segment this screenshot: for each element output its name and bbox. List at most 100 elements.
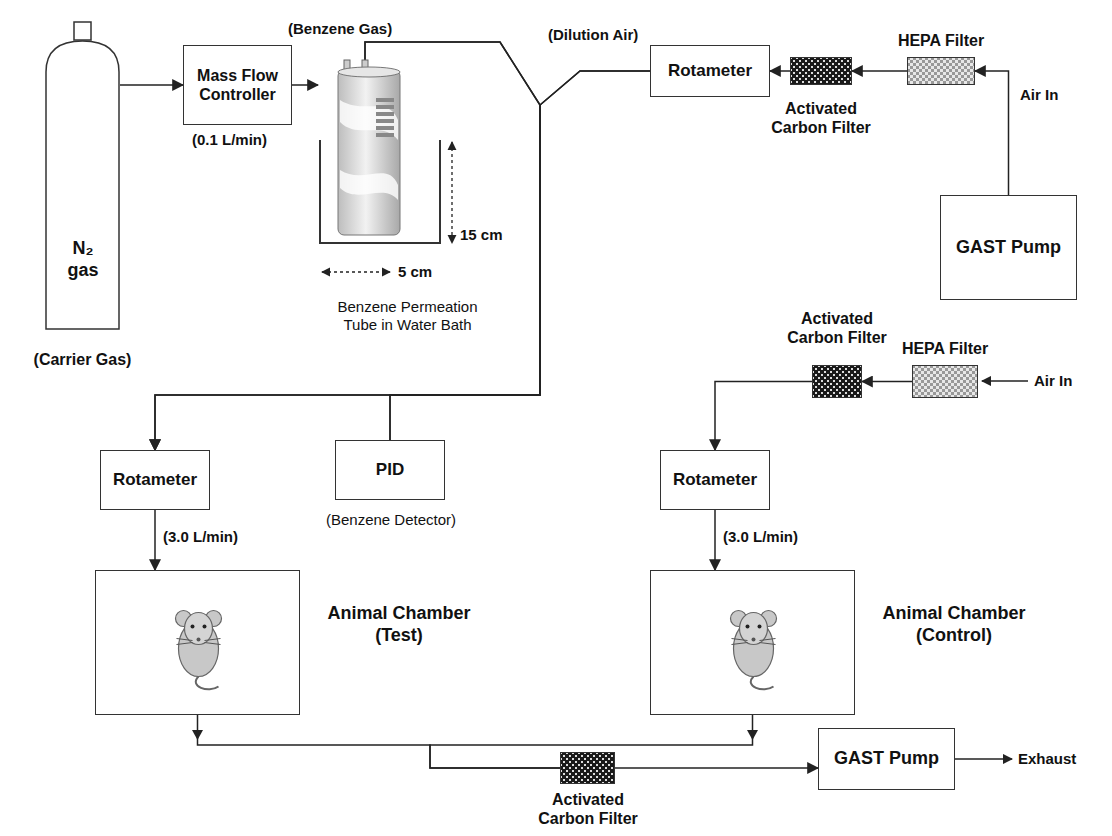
flow-line xyxy=(155,42,540,450)
mouse-figure xyxy=(176,611,222,690)
flow-line xyxy=(862,381,912,383)
box-label: Rotameter xyxy=(673,470,757,490)
dimension-line xyxy=(322,271,390,272)
flow-line xyxy=(365,42,540,440)
filter-symbol xyxy=(790,57,852,85)
tube-coil xyxy=(376,133,394,137)
flow-line xyxy=(770,70,790,72)
filter-node: Activated Carbon Filter xyxy=(790,57,852,85)
flow-line xyxy=(852,70,907,72)
process-box: PID(Benzene Detector) xyxy=(335,440,445,500)
filter-media xyxy=(561,753,615,784)
node-label: HEPA Filter xyxy=(891,31,991,50)
flow-line xyxy=(390,71,650,440)
process-box: Rotameter xyxy=(660,450,770,510)
filter-media xyxy=(813,366,862,398)
tube-coil xyxy=(376,119,394,123)
node-label: (Benzene Detector) xyxy=(296,511,486,529)
mouse-whiskers xyxy=(177,639,221,645)
annotation-label: (0.1 L/min) xyxy=(192,131,267,149)
box-label: GAST Pump xyxy=(956,237,1061,259)
animal-chamber: Animal Chamber (Control) xyxy=(650,570,855,715)
dimension-line xyxy=(451,142,452,243)
flow-line xyxy=(154,510,156,570)
permeation-tube xyxy=(318,60,443,245)
box-label: Mass Flow Controller xyxy=(189,66,286,104)
process-box: GAST Pump xyxy=(818,728,955,790)
process-box: Mass Flow Controller xyxy=(183,45,292,125)
tube-coil xyxy=(376,112,394,116)
flow-line xyxy=(155,71,650,450)
tube-spiral xyxy=(340,100,398,200)
node-label: Animal Chamber (Control) xyxy=(879,603,1029,646)
tube-body xyxy=(338,70,400,235)
filter-media xyxy=(913,366,978,398)
mouse-eye xyxy=(746,625,750,629)
box-label: GAST Pump xyxy=(834,748,939,770)
filter-node: Activated Carbon Filter xyxy=(560,752,615,784)
filter-symbol xyxy=(912,365,978,398)
filter-node: Activated Carbon Filter xyxy=(812,365,862,398)
tube-coil xyxy=(376,105,394,109)
flow-arrow xyxy=(982,380,1028,382)
flow-label: Air In xyxy=(1020,86,1058,104)
node-label: (Carrier Gas) xyxy=(15,350,150,369)
dimension-label: 5 cm xyxy=(398,263,432,281)
flow-arrow xyxy=(955,758,1012,760)
dimension-label: 15 cm xyxy=(460,226,503,244)
animal-chamber: Animal Chamber (Test) xyxy=(95,570,300,715)
cylinder-valve xyxy=(74,22,91,40)
filter-media xyxy=(791,58,852,85)
mouse-tail xyxy=(196,677,219,690)
mouse-nose xyxy=(197,638,201,642)
flow-line xyxy=(120,84,183,86)
flow-line xyxy=(975,71,1009,195)
tube-coil xyxy=(376,98,394,102)
flow-line xyxy=(198,715,561,768)
process-box: Rotameter xyxy=(650,45,770,97)
permeation-tube-node: Benzene Permeation Tube in Water Bath xyxy=(318,60,443,245)
mouse-icon xyxy=(651,571,856,716)
process-box: Rotameter xyxy=(100,450,210,510)
mouse-tail xyxy=(751,677,774,690)
cylinder-body xyxy=(46,41,119,329)
node-label: N₂ gas xyxy=(62,238,104,281)
tube-coil xyxy=(376,126,394,130)
filter-node: HEPA Filter xyxy=(912,365,978,398)
mouse-figure xyxy=(731,611,777,690)
flow-line xyxy=(292,84,318,86)
flow-line xyxy=(615,767,818,769)
flow-label: Exhaust xyxy=(1018,750,1076,768)
mouse-icon xyxy=(96,571,301,716)
annotation-label: (Benzene Gas) xyxy=(288,20,392,38)
filter-symbol xyxy=(560,752,615,784)
process-box: GAST Pump xyxy=(940,195,1077,300)
node-label: Animal Chamber (Test) xyxy=(324,603,474,646)
box-label: Rotameter xyxy=(113,470,197,490)
filter-symbol xyxy=(907,57,975,85)
flow-label: Air In xyxy=(1034,372,1072,390)
flow-line xyxy=(714,510,716,570)
tube-cap xyxy=(338,67,400,77)
node-label: Benzene Permeation Tube in Water Bath xyxy=(320,298,495,334)
filter-node: HEPA Filter xyxy=(907,57,975,85)
node-label: Activated Carbon Filter xyxy=(766,99,876,137)
flow-line xyxy=(715,382,812,451)
mouse-eye xyxy=(758,625,762,629)
node-label: HEPA Filter xyxy=(900,339,990,358)
annotation-label: (3.0 L/min) xyxy=(723,528,798,546)
mouse-whiskers xyxy=(732,639,776,645)
gas-cylinder-node: N₂ gas(Carrier Gas) xyxy=(45,40,120,330)
mouse-eye xyxy=(203,625,207,629)
box-label: Rotameter xyxy=(668,61,752,81)
mouse-nose xyxy=(752,638,756,642)
gas-cylinder xyxy=(45,40,120,330)
annotation-label: (3.0 L/min) xyxy=(163,528,238,546)
filter-symbol xyxy=(812,365,862,398)
node-label: Activated Carbon Filter xyxy=(782,309,892,347)
mouse-eye xyxy=(191,625,195,629)
annotation-label: (Dilution Air) xyxy=(548,26,638,44)
box-label: PID xyxy=(376,460,404,480)
filter-media xyxy=(908,58,975,85)
